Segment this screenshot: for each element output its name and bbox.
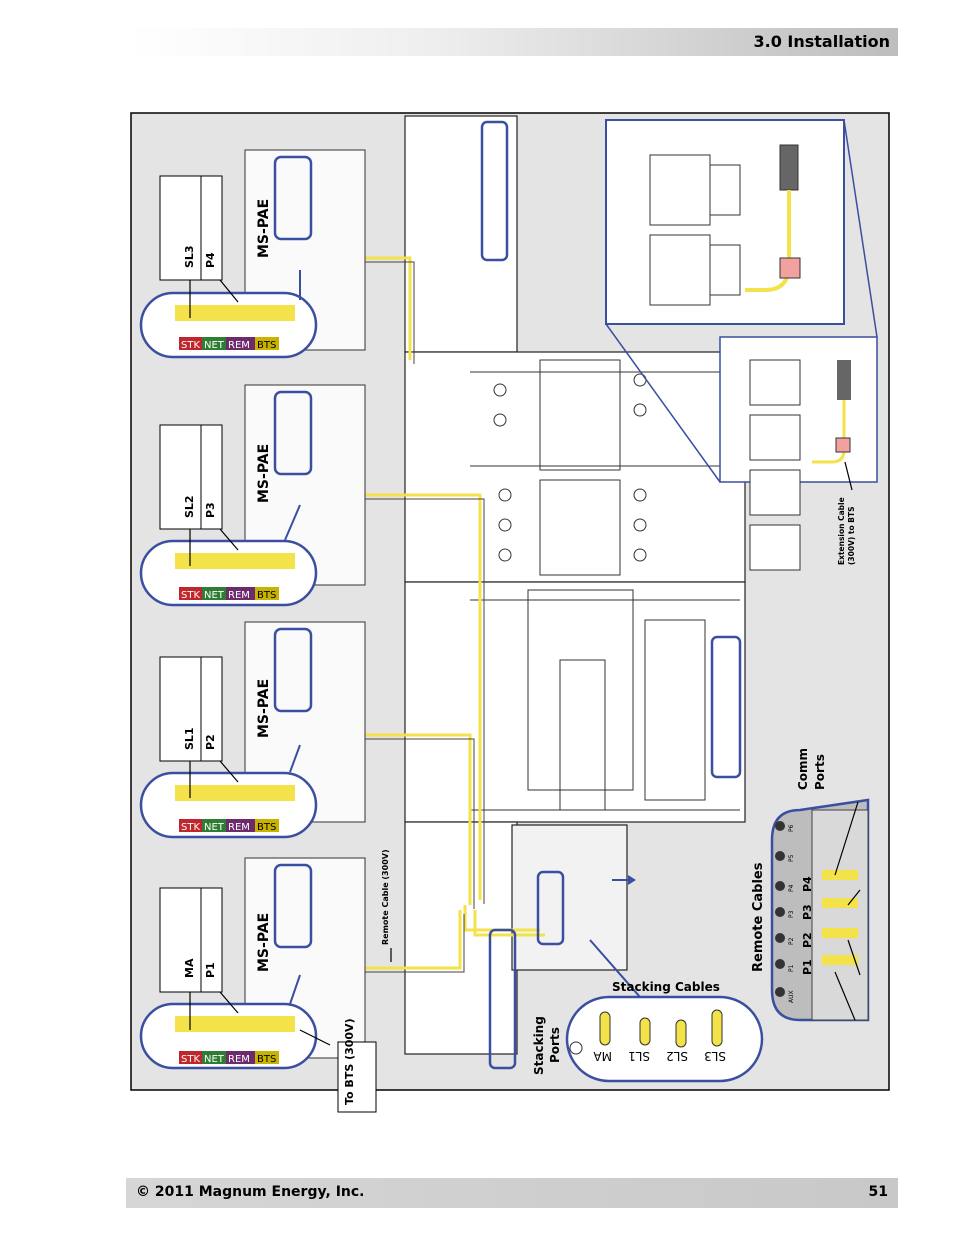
port-bts-label: BTS (257, 1054, 276, 1065)
section-title: 3.0 Installation (753, 32, 890, 51)
inverter-ma-role: MA (183, 958, 196, 978)
extension-cable-label-line2: (300V) to BTS (847, 506, 856, 565)
comm-port-p6: P6 (788, 824, 795, 832)
page-number: 51 (868, 1184, 888, 1200)
remote-cable-p2: P2 (801, 932, 814, 948)
zoom-inset-top (605, 119, 845, 325)
stacking-ports-label-line1: Stacking (532, 1016, 546, 1075)
inverter-sl3-port: P4 (204, 252, 217, 268)
stacking-port-sl1: SL1 (628, 1049, 650, 1063)
to-bts-label: To BTS (300V) (343, 1018, 356, 1105)
inverter-labels: MS-PAE SL3 P4 MS-PAE SL2 P3 MS-PAE SL1 P… (183, 199, 272, 978)
page-footer: © 2011 Magnum Energy, Inc. 51 (126, 1178, 898, 1208)
port-strips: STK NET REM BTS STK NET REM BTS STK NET … (179, 337, 279, 1065)
port-bts-label: BTS (257, 590, 276, 601)
zoom-inset-lower (605, 119, 878, 571)
port-strip-sl2: STK NET REM BTS (179, 587, 279, 601)
port-bts-label: BTS (257, 822, 276, 833)
port-rem-label: REM (228, 590, 250, 601)
comm-port-p5: P5 (788, 854, 795, 862)
port-strip-sl3: STK NET REM BTS (179, 337, 279, 351)
comm-port-p4: P4 (788, 884, 795, 892)
inverter-ma (139, 857, 366, 1070)
inverter-sl3 (139, 149, 366, 359)
inverter-sl3-role: SL3 (183, 245, 196, 268)
inverter-ma-model: MS-PAE (256, 913, 272, 972)
stacking-port-ma: MA (593, 1049, 612, 1063)
inverter-sl1-model: MS-PAE (256, 679, 272, 738)
port-net-label: NET (204, 1054, 225, 1065)
port-stk-label: STK (181, 340, 200, 351)
port-rem-label: REM (228, 340, 250, 351)
stacking-ports-label-line2: Ports (548, 1027, 562, 1063)
extension-cable-label-line1: Extension Cable (837, 497, 846, 565)
remote-cable-p4: P4 (801, 876, 814, 892)
comm-port-p1: P1 (788, 964, 795, 972)
comm-ports-inset: AUX P1 P2 P3 P4 P5 P6 (770, 798, 870, 1022)
port-rem-label: REM (228, 1054, 250, 1065)
stacking-ports-inset: MA SL1 SL2 SL3 (565, 939, 764, 1083)
inverter-sl2-model: MS-PAE (256, 444, 272, 503)
remote-cables-callout: Remote Cables P1 P2 P3 P4 (751, 862, 814, 975)
remote-cable-p1: P1 (801, 959, 814, 975)
stacking-ports-callout: Stacking Ports (532, 1016, 562, 1075)
port-strip-ma: STK NET REM BTS (179, 1051, 279, 1065)
inverter-sl1-role: SL1 (183, 727, 196, 750)
stacking-port-sl3: SL3 (704, 1049, 726, 1063)
copyright: © 2011 Magnum Energy, Inc. (136, 1184, 365, 1200)
port-stk-label: STK (181, 822, 200, 833)
port-stk-label: STK (181, 1054, 200, 1065)
comm-port-p2: P2 (788, 937, 795, 945)
remote-cable-callout: Remote Cable (300V) (381, 849, 392, 962)
inverter-sl1-port: P2 (204, 734, 217, 750)
stacking-cables-callout: Stacking Cables (612, 980, 720, 994)
stacking-port-sl2: SL2 (666, 1049, 688, 1063)
port-net-label: NET (204, 822, 225, 833)
comm-ports-callout: Comm Ports (796, 748, 827, 790)
remote-cables-label: Remote Cables (751, 862, 766, 972)
inverter-sl3-model: MS-PAE (256, 199, 272, 258)
extension-cable-callout: Extension Cable (300V) to BTS (837, 497, 856, 565)
inverter-ma-port: P1 (204, 962, 217, 978)
comm-ports-label-line2: Ports (813, 754, 827, 790)
port-net-label: NET (204, 340, 225, 351)
internal-hardware (470, 359, 740, 811)
comm-port-aux: AUX (788, 990, 795, 1003)
remote-cable-p3: P3 (801, 904, 814, 920)
port-rem-label: REM (228, 822, 250, 833)
stacking-cables-label: Stacking Cables (612, 980, 720, 994)
to-bts-callout: To BTS (300V) (337, 1018, 377, 1113)
remote-cable-label: Remote Cable (300V) (381, 849, 390, 945)
port-bts-label: BTS (257, 340, 276, 351)
port-net-label: NET (204, 590, 225, 601)
enclosure (404, 115, 746, 1055)
port-stk-label: STK (181, 590, 200, 601)
section-header: 3.0 Installation (128, 28, 898, 56)
comm-port-p3: P3 (788, 910, 795, 918)
comm-ports-label-line1: Comm (796, 748, 810, 790)
inverter-sl2-role: SL2 (183, 495, 196, 518)
port-strip-sl1: STK NET REM BTS (179, 819, 279, 833)
inverter-sl2-port: P3 (204, 502, 217, 518)
